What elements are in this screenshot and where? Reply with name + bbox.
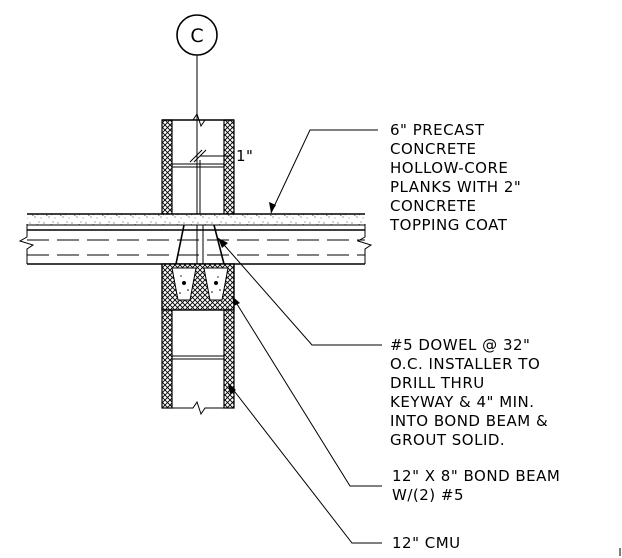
callout-dowel-line: O.C. INSTALLER TO bbox=[390, 355, 540, 373]
callout-precast-line: PLANKS WITH 2" bbox=[390, 178, 521, 196]
hollow-core-plank bbox=[18, 224, 373, 265]
callout-precast-line: CONCRETE bbox=[390, 197, 477, 215]
callout-precast: 6" PRECAST CONCRETE HOLLOW-CORE PLANKS W… bbox=[389, 121, 521, 234]
callout-dowel-line: KEYWAY & 4" MIN. bbox=[390, 393, 535, 411]
callout-precast-line: HOLLOW-CORE bbox=[390, 159, 508, 177]
callout-precast-line: CONCRETE bbox=[390, 140, 477, 158]
grid-marker: C bbox=[176, 14, 218, 100]
callout-dowel-line: INTO BOND BEAM & bbox=[390, 412, 548, 430]
leader-cmu bbox=[227, 382, 382, 544]
lower-cmu-wall bbox=[161, 309, 235, 416]
leader-bond-beam bbox=[231, 295, 382, 487]
callout-precast-line: 6" PRECAST bbox=[390, 121, 485, 139]
callout-dowel-line: GROUT SOLID. bbox=[390, 431, 505, 449]
callout-dowel: #5 DOWEL @ 32" O.C. INSTALLER TO DRILL T… bbox=[390, 336, 548, 449]
leader-precast bbox=[269, 129, 378, 214]
leader-dowel bbox=[217, 237, 382, 346]
callout-cmu: 12" CMU bbox=[392, 534, 461, 552]
callout-cmu-line: 12" CMU bbox=[392, 534, 461, 552]
callout-dowel-line: DRILL THRU bbox=[390, 374, 485, 392]
dimension-1in: 1" bbox=[189, 147, 253, 165]
callout-precast-line: TOPPING COAT bbox=[389, 216, 508, 234]
callout-bond-beam-line: W/(2) #5 bbox=[392, 486, 464, 504]
bond-beam bbox=[161, 263, 235, 311]
grid-marker-label: C bbox=[190, 25, 203, 47]
concrete-topping bbox=[27, 213, 365, 226]
callout-bond-beam: 12" X 8" BOND BEAM W/(2) #5 bbox=[392, 467, 560, 504]
callout-dowel-line: #5 DOWEL @ 32" bbox=[390, 336, 530, 354]
callout-bond-beam-line: 12" X 8" BOND BEAM bbox=[392, 467, 560, 485]
dimension-label: 1" bbox=[236, 147, 253, 165]
upper-cmu-wall bbox=[161, 112, 235, 217]
